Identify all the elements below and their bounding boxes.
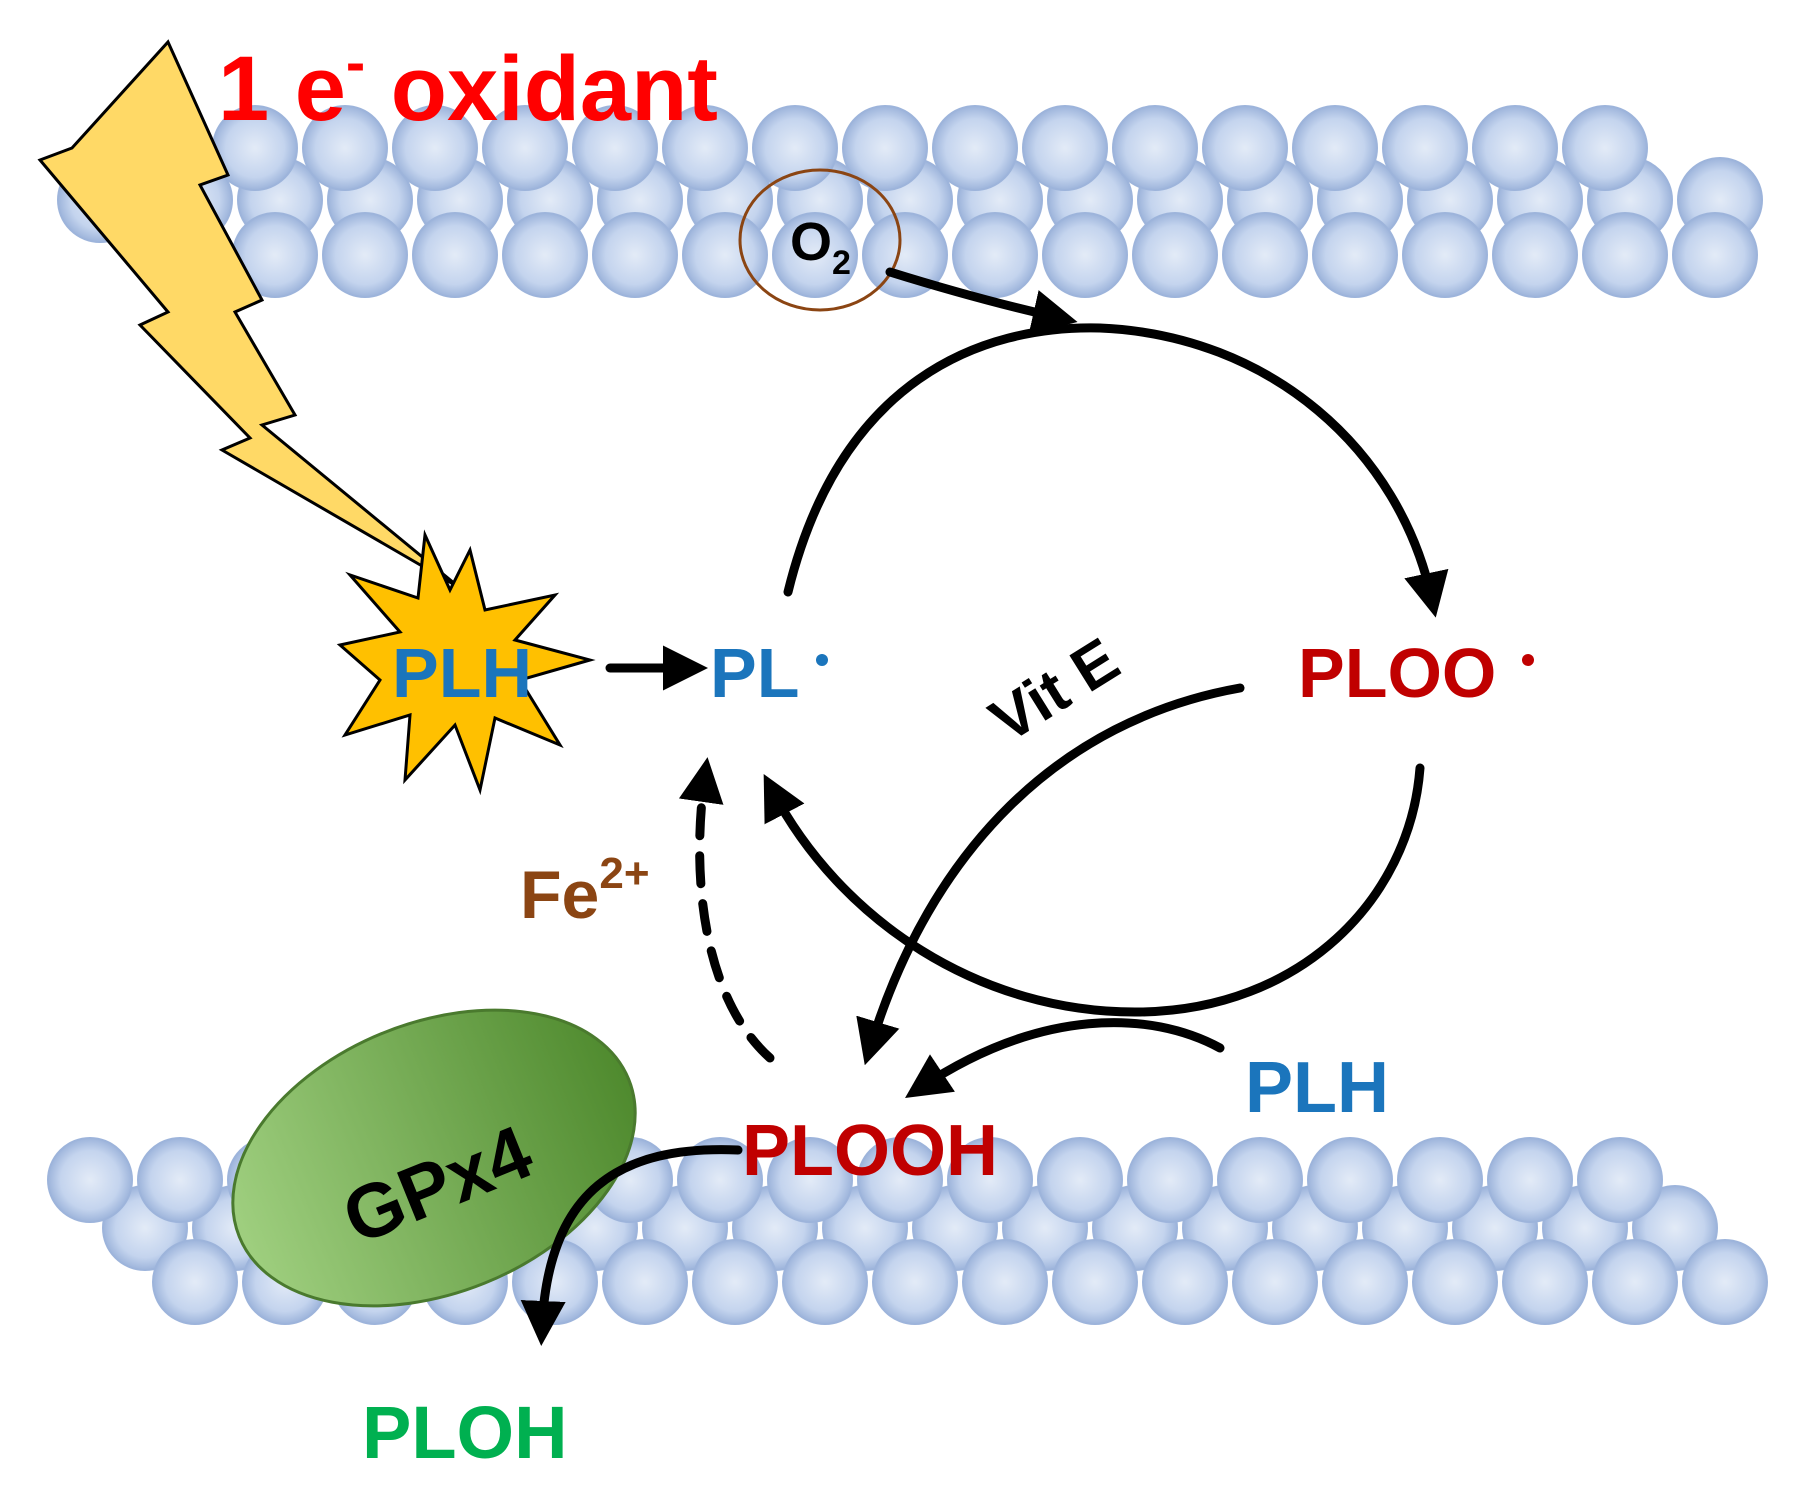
- lipid-headgroup-bead-icon: [662, 105, 748, 191]
- lipid-headgroup-bead-icon: [1682, 1239, 1768, 1325]
- gpx4-enzyme: [231, 1008, 637, 1308]
- lipid-headgroup-bead-icon: [1202, 105, 1288, 191]
- o2-label: O2: [790, 212, 851, 282]
- lipid-headgroup-bead-icon: [1472, 105, 1558, 191]
- plh-right-label: PLH: [1245, 1048, 1389, 1128]
- fe-label: Fe2+: [520, 849, 650, 933]
- lipid-headgroup-bead-icon: [772, 212, 858, 298]
- reaction-arrows: [520, 267, 1449, 1346]
- lipid-headgroup-bead-icon: [1672, 212, 1758, 298]
- lipid-headgroup-bead-icon: [842, 105, 928, 191]
- lipid-headgroup-bead-icon: [682, 212, 768, 298]
- lipid-headgroup-bead-icon: [1042, 212, 1128, 298]
- lipid-headgroup-bead-icon: [1397, 1137, 1483, 1223]
- pl-to-ploo-arc: [783, 323, 1449, 618]
- lipid-headgroup-bead-icon: [412, 212, 498, 298]
- lipid-headgroup-bead-icon: [1132, 212, 1218, 298]
- lipid-headgroup-bead-icon: [782, 1239, 868, 1325]
- pl-radical-dot: [816, 654, 828, 666]
- lipid-headgroup-bead-icon: [1492, 212, 1578, 298]
- lipid-headgroup-bead-icon: [692, 1239, 778, 1325]
- lipid-headgroup-bead-icon: [602, 1239, 688, 1325]
- plh-left-label: PLH: [392, 634, 532, 712]
- lipid-headgroup-bead-icon: [1502, 1239, 1588, 1325]
- explosion-burst-icon: [336, 529, 596, 796]
- lipid-headgroup-bead-icon: [47, 1137, 133, 1223]
- lipid-headgroup-bead-icon: [322, 212, 408, 298]
- lipid-headgroup-bead-icon: [1292, 105, 1378, 191]
- lipid-headgroup-bead-icon: [1577, 1137, 1663, 1223]
- pl-radical-label: PL: [710, 634, 799, 712]
- lipid-headgroup-bead-icon: [1307, 1137, 1393, 1223]
- lipid-headgroup-bead-icon: [1222, 212, 1308, 298]
- membrane-top: [57, 105, 1763, 298]
- lipid-headgroup-bead-icon: [1562, 105, 1648, 191]
- vit-e-arrow: [856, 683, 1245, 1066]
- fe-fenton-arrow: [678, 757, 775, 1063]
- lipid-headgroup-bead-icon: [592, 212, 678, 298]
- lipid-headgroup-bead-icon: [962, 1239, 1048, 1325]
- lipid-headgroup-bead-icon: [1037, 1137, 1123, 1223]
- lipid-headgroup-bead-icon: [152, 1239, 238, 1325]
- plh-abstraction-arrow: [905, 1018, 1225, 1098]
- o2-ring: [738, 168, 902, 312]
- ploo-radical-dot: [1522, 654, 1534, 666]
- lipid-headgroup-bead-icon: [1217, 1137, 1303, 1223]
- ploh-label: PLOH: [362, 1391, 568, 1474]
- oxidant-label: 1 e- oxidant: [218, 30, 718, 140]
- lipid-headgroup-bead-icon: [857, 1137, 943, 1223]
- lipid-headgroup-bead-icon: [1402, 212, 1488, 298]
- lipid-headgroup-bead-icon: [1112, 105, 1198, 191]
- ploo-radical-label: PLOO: [1298, 634, 1496, 712]
- lipid-headgroup-bead-icon: [947, 1137, 1033, 1223]
- lipid-headgroup-bead-icon: [502, 212, 588, 298]
- lipid-headgroup-bead-icon: [1487, 1137, 1573, 1223]
- lipid-headgroup-bead-icon: [482, 105, 568, 191]
- plooh-label: PLOOH: [742, 1111, 998, 1191]
- lipid-headgroup-bead-icon: [862, 212, 948, 298]
- lipid-headgroup-bead-icon: [1582, 212, 1668, 298]
- lipid-headgroup-bead-icon: [1052, 1239, 1138, 1325]
- lipid-headgroup-bead-icon: [952, 212, 1038, 298]
- ploo-to-plooh-arc: [763, 763, 1425, 1017]
- lipid-headgroup-bead-icon: [677, 1137, 763, 1223]
- lipid-headgroup-bead-icon: [1592, 1239, 1678, 1325]
- lipid-headgroup-bead-icon: [1412, 1239, 1498, 1325]
- lipid-headgroup-bead-icon: [392, 105, 478, 191]
- lipid-headgroup-bead-icon: [752, 105, 838, 191]
- lipid-headgroup-bead-icon: [137, 1137, 223, 1223]
- lipid-headgroup-bead-icon: [1232, 1239, 1318, 1325]
- lipid-headgroup-bead-icon: [1142, 1239, 1228, 1325]
- lipid-headgroup-bead-icon: [1127, 1137, 1213, 1223]
- o2-entry-arrow: [885, 267, 1078, 335]
- lipid-headgroup-bead-icon: [872, 1239, 958, 1325]
- lipid-headgroup-bead-icon: [767, 1137, 853, 1223]
- gpx4-reduction-arrow: [520, 1145, 743, 1346]
- lipid-headgroup-bead-icon: [1312, 212, 1398, 298]
- lipid-headgroup-bead-icon: [302, 105, 388, 191]
- lipid-headgroup-bead-icon: [1382, 105, 1468, 191]
- lipid-headgroup-bead-icon: [572, 105, 658, 191]
- lipid-headgroup-bead-icon: [932, 105, 1018, 191]
- lipid-headgroup-bead-icon: [1022, 105, 1108, 191]
- lipid-headgroup-bead-icon: [1322, 1239, 1408, 1325]
